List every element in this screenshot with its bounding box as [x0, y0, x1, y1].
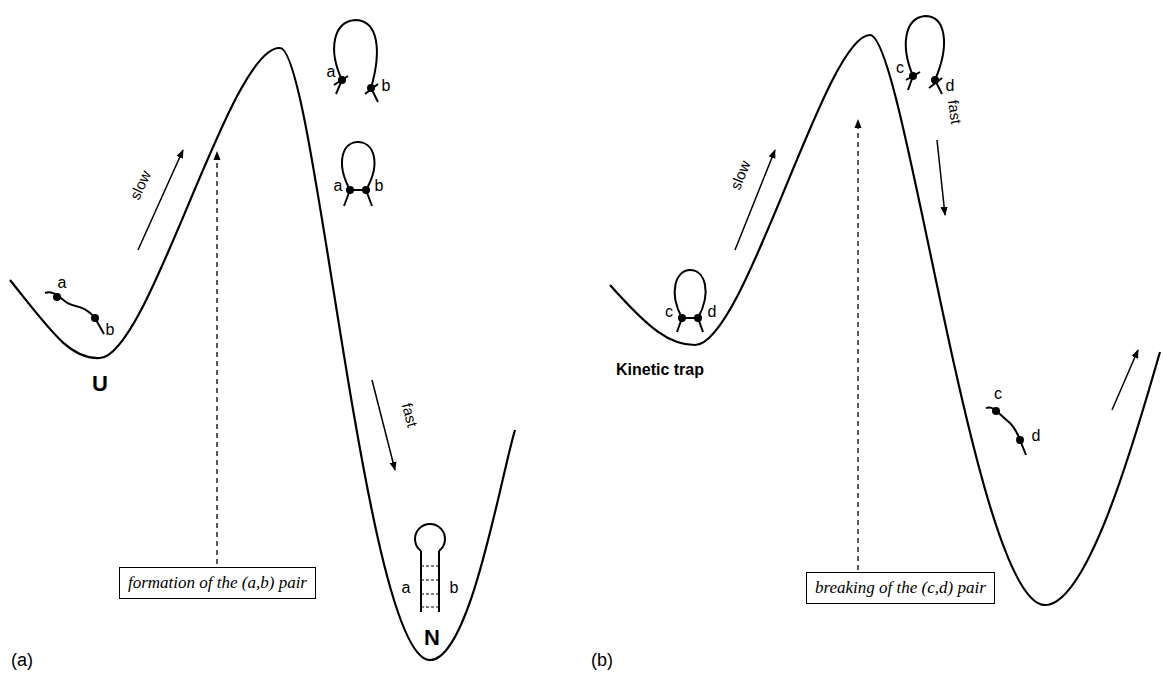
residue-dot [362, 186, 370, 194]
dashed-pointer [857, 120, 858, 570]
note-text: breaking of the (c,d) pair [815, 578, 986, 598]
chain-unfolded [45, 292, 104, 334]
residue-dot [992, 407, 1000, 415]
residue-dot [53, 293, 61, 301]
rate-arrow [937, 140, 945, 215]
panel-label: (b) [591, 651, 613, 669]
energy-curve [610, 35, 1160, 605]
residue-dot [1016, 436, 1024, 444]
residue-letter: a [327, 64, 336, 80]
residue-dot [367, 84, 375, 92]
rate-label: fast [400, 401, 421, 428]
residue-letter: a [58, 275, 67, 291]
loop-transition [334, 20, 378, 102]
residue-letter: c [994, 386, 1002, 402]
residue-letter: d [708, 304, 717, 320]
loop-closed [342, 142, 374, 206]
energy-curve [10, 48, 515, 660]
residue-letter: b [382, 78, 391, 94]
panel-label: (a) [11, 651, 33, 669]
residue-dot [338, 76, 346, 84]
note-text: formation of the (a,b) pair [128, 573, 307, 593]
chain-unfolded [986, 407, 1026, 455]
residue-dot [694, 314, 702, 322]
residue-dot [678, 314, 686, 322]
residue-letter: a [334, 178, 343, 194]
residue-letter: a [402, 580, 411, 596]
residue-dot [346, 186, 354, 194]
dashed-pointer [216, 152, 217, 564]
residue-letter: b [450, 580, 459, 596]
loop-opening [906, 16, 944, 94]
state-label: Kinetic trap [616, 362, 704, 378]
loop-trapped [675, 270, 706, 332]
rate-arrow [138, 150, 183, 250]
residue-dot [931, 76, 939, 84]
state-label: N [424, 627, 440, 649]
residue-letter: c [896, 60, 904, 76]
note-box: breaking of the (c,d) pair [806, 572, 995, 604]
rate-arrow [1112, 350, 1138, 410]
residue-letter: d [946, 78, 955, 94]
state-label: U [92, 373, 108, 395]
rate-label: fast [946, 99, 964, 125]
hairpin-native [415, 524, 445, 612]
note-box: formation of the (a,b) pair [119, 567, 316, 599]
rate-label: slow [727, 158, 752, 191]
residue-dot [909, 72, 917, 80]
residue-letter: d [1032, 428, 1041, 444]
residue-letter: b [106, 322, 115, 338]
rate-label: slow [127, 168, 153, 202]
rate-arrow [372, 380, 395, 470]
residue-letter: c [665, 304, 673, 320]
residue-letter: b [375, 178, 384, 194]
residue-dot [91, 314, 99, 322]
